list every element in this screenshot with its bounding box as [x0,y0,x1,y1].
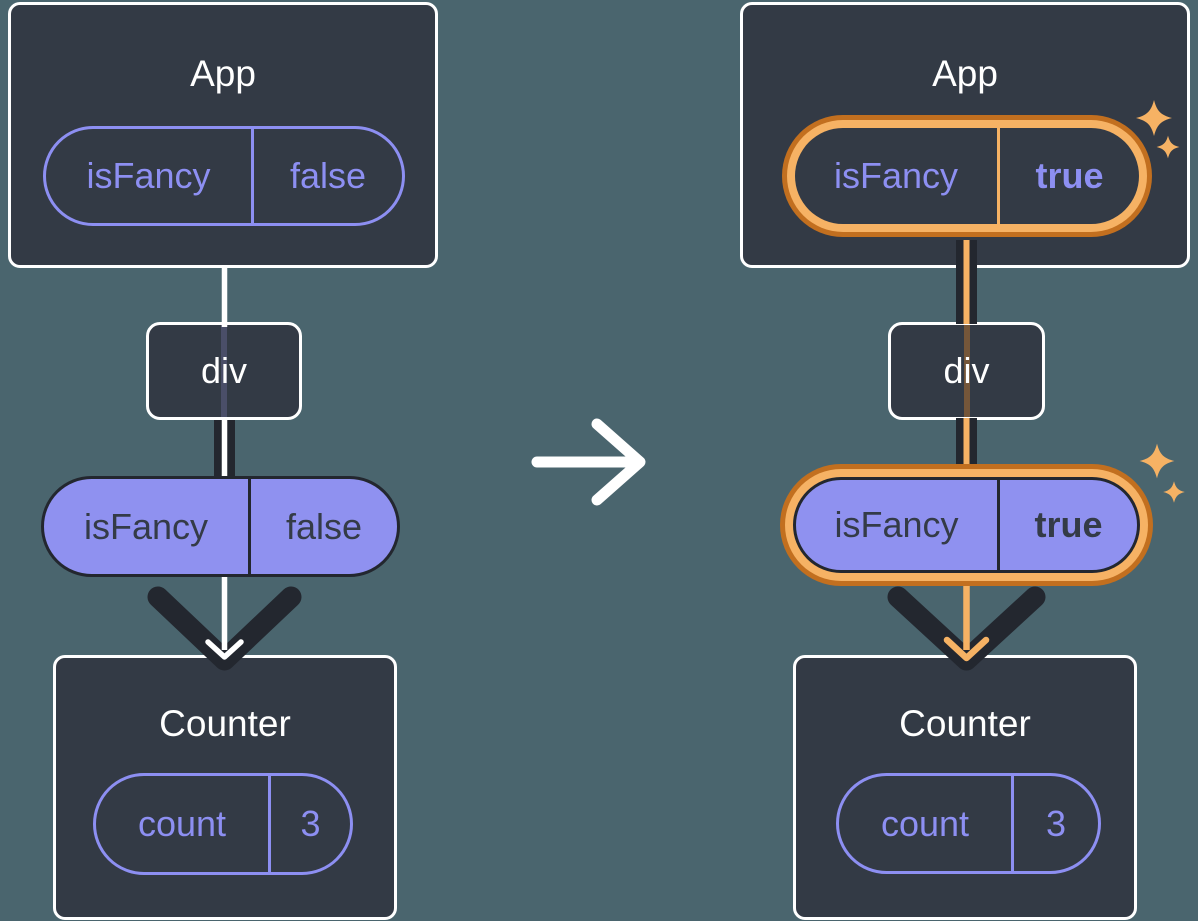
highlight-ring: isFancy true [782,115,1152,237]
highlight-ring: isFancy true [780,464,1153,586]
component-title: Counter [899,703,1031,744]
prop-value: true [997,480,1137,570]
prop-pill-app-before: isFancy false [43,126,405,226]
line-through-div [963,325,970,417]
app-card-before: App isFancy false [8,2,438,268]
div-card-before: div [146,322,302,420]
prop-value: false [251,129,402,223]
app-card-after: App isFancy true [740,2,1190,268]
div-label: div [200,350,248,391]
state-value: 3 [268,776,350,872]
div-card-after: div [888,322,1045,420]
component-title: App [190,53,256,94]
prop-key: isFancy [83,505,209,547]
prop-pill-passed-after: isFancy true [793,477,1140,573]
counter-card-before: Counter count 3 [53,655,397,920]
component-title: App [932,53,998,94]
prop-key: isFancy [86,155,211,196]
state-pill-counter-before: count 3 [93,773,353,875]
component-title: Counter [159,703,291,744]
state-pill-counter-after: count 3 [836,773,1101,874]
highlight-ring-inner: isFancy true [787,120,1147,232]
prop-value: true [997,128,1139,224]
line-through-div [221,325,227,417]
counter-card-after: Counter count 3 [793,655,1137,920]
highlight-ring-inner: isFancy true [785,469,1148,581]
div-label: div [943,350,990,391]
state-value: 3 [1011,776,1098,871]
prop-value: false [248,479,397,574]
prop-pill-passed-before: isFancy false [41,476,400,577]
prop-key: isFancy [834,504,959,545]
state-key: count [137,803,227,844]
prop-key: isFancy [833,155,959,196]
prop-pill-app-after: isFancy true [795,128,1139,224]
state-key: count [880,802,970,844]
